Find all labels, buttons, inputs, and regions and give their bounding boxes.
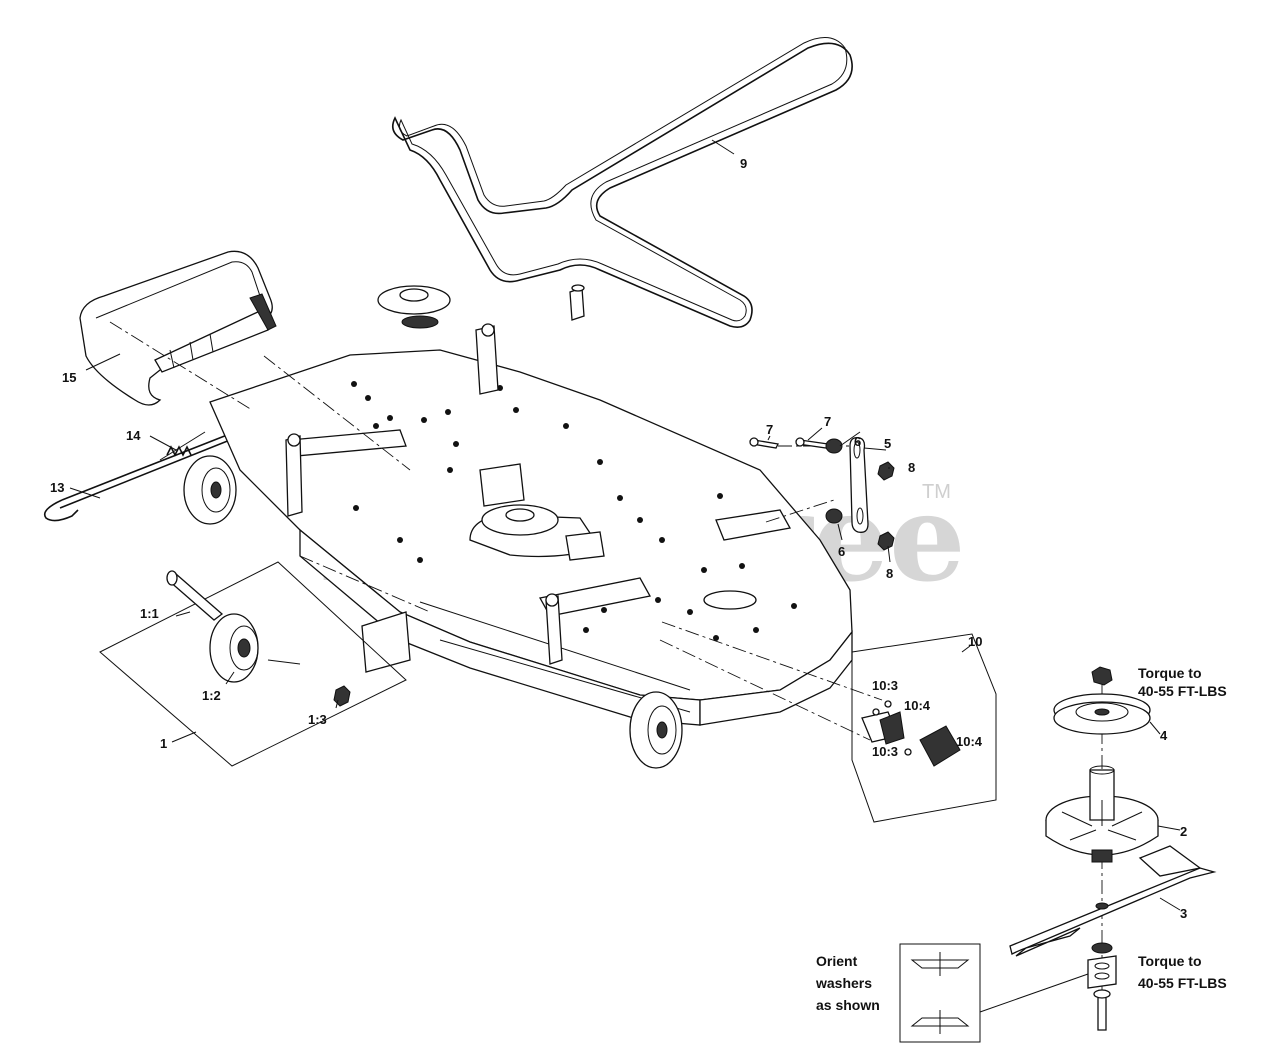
callout-1-1: 1:1: [140, 606, 159, 621]
callout-13: 13: [50, 480, 64, 495]
idler-hardware: [749, 437, 895, 551]
torque-note-top-line2: 40-55 FT-LBS: [1138, 683, 1227, 699]
callout-10-4a: 10:4: [904, 698, 931, 713]
washer-orientation-inset: [899, 943, 1089, 1043]
callout-7a: 7: [766, 422, 773, 437]
callout-1-2: 1:2: [202, 688, 221, 703]
callout-10-4b: 10:4: [956, 734, 983, 749]
grease-fitting-assembly: [851, 633, 997, 823]
callout-3: 3: [1180, 906, 1187, 921]
torque-note-bottom-line1: Torque to: [1138, 953, 1202, 969]
blade-washers-bolt: [1087, 942, 1117, 1031]
orient-note-line2: washers: [815, 975, 872, 991]
callout-10: 10: [968, 634, 982, 649]
callout-4: 4: [1160, 728, 1168, 743]
spindle-housing: [1045, 765, 1159, 863]
spindle-pulley: [1053, 666, 1151, 735]
drive-belt: [392, 37, 853, 328]
callout-10-3a: 10:3: [872, 678, 898, 693]
torque-note-bottom-line2: 40-55 FT-LBS: [1138, 975, 1227, 991]
callout-1: 1: [160, 736, 167, 751]
callout-1-3: 1:3: [308, 712, 327, 727]
callout-5: 5: [884, 436, 891, 451]
torque-note-top-line1: Torque to: [1138, 665, 1202, 681]
callout-8b: 8: [886, 566, 893, 581]
callout-10-3b: 10:3: [872, 744, 898, 759]
callout-9: 9: [740, 156, 747, 171]
callout-15: 15: [62, 370, 76, 385]
callout-leaders: [69, 139, 1181, 911]
callout-6b: 6: [838, 544, 845, 559]
orient-note-line3: as shown: [816, 997, 880, 1013]
deck-wheel-front: [183, 455, 237, 525]
discharge-chute: [79, 250, 277, 406]
caster-wheel-assembly: [99, 561, 407, 767]
orient-note-line1: Orient: [816, 953, 858, 969]
callout-6a: 6: [854, 434, 861, 449]
callout-14: 14: [126, 428, 141, 443]
watermark-trademark: TM: [922, 481, 951, 503]
mower-deck: [209, 284, 853, 726]
callout-8a: 8: [908, 460, 915, 475]
callout-7b: 7: [824, 414, 831, 429]
callout-2: 2: [1180, 824, 1187, 839]
mower-blade: [1009, 845, 1217, 957]
deflector-rod: [43, 425, 251, 522]
deck-wheel-rear: [629, 691, 683, 769]
